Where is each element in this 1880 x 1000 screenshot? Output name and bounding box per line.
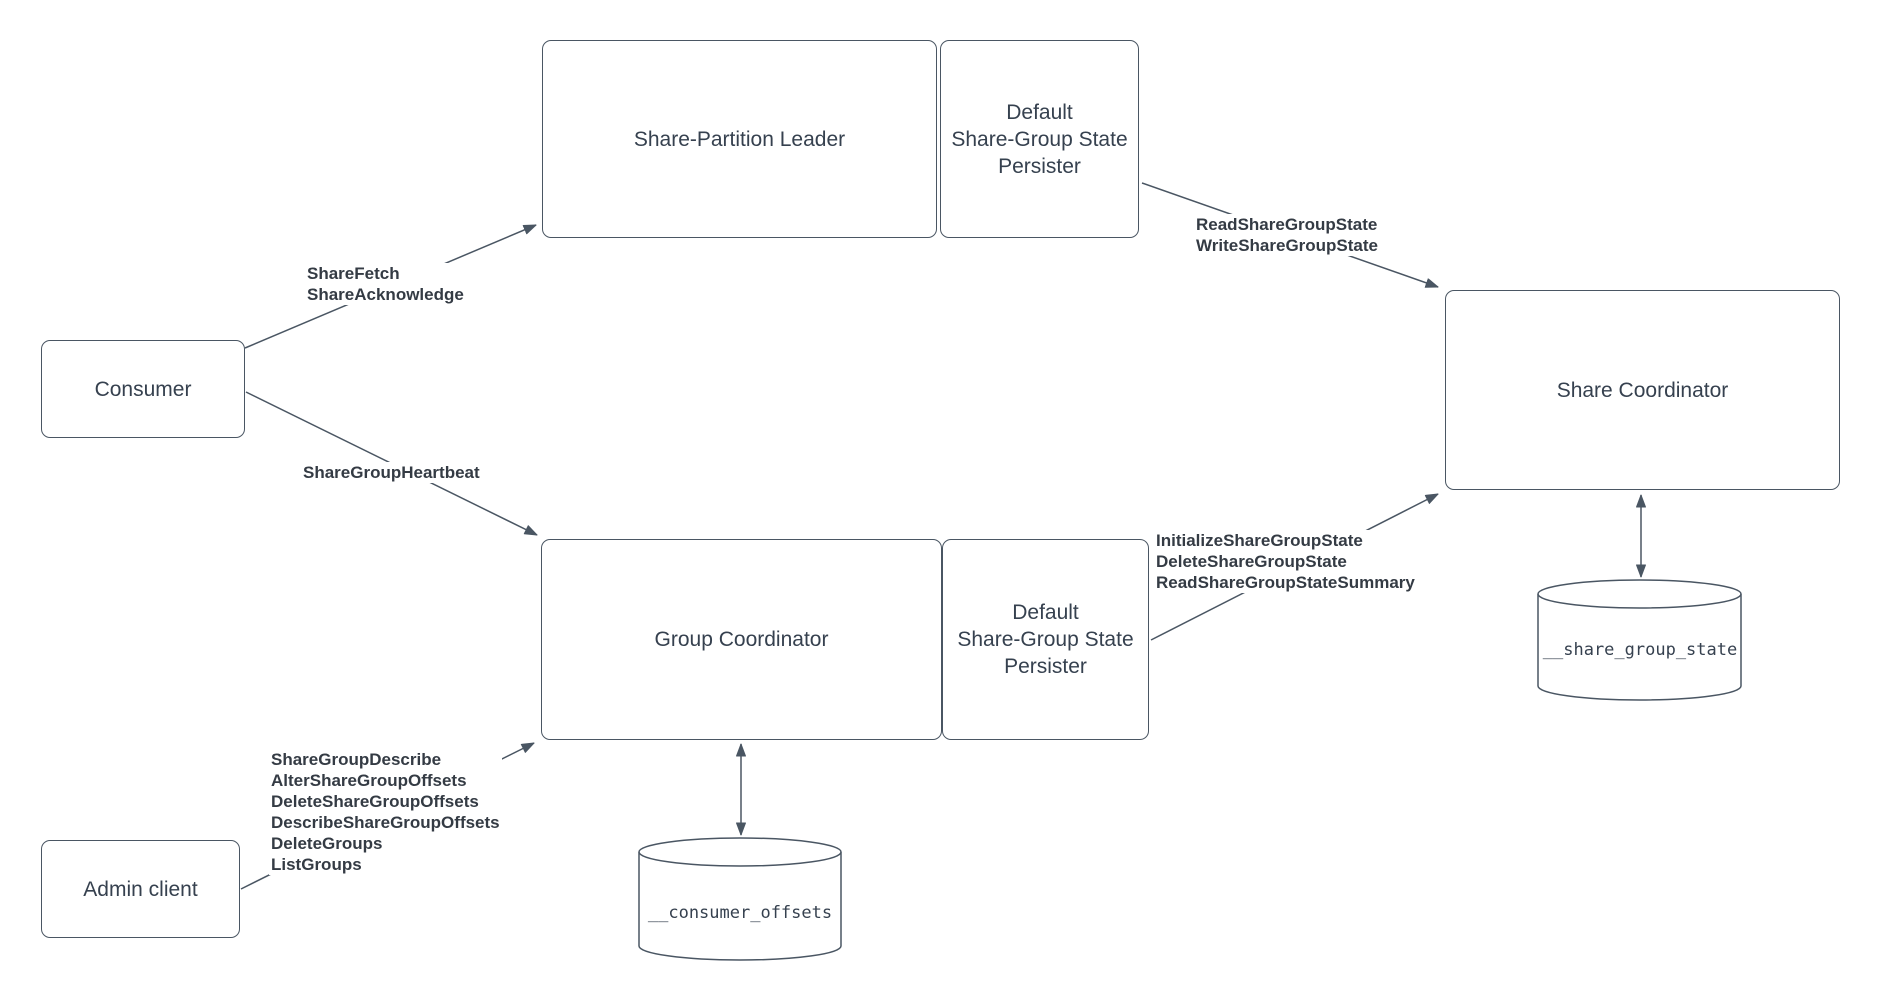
share-group-state-topic-label: __share_group_state [1542, 640, 1738, 660]
edge-label-line: ListGroups [271, 855, 362, 874]
node-consumer: Consumer [41, 340, 245, 438]
persister-top-line-3: Persister [998, 154, 1081, 178]
share-group-state-cylinder [1537, 579, 1742, 701]
edge-label-line: DeleteShareGroupOffsets [271, 792, 479, 811]
persister-bottom-line-2: Share-Group State [957, 628, 1134, 651]
persister-bottom-line-1: Default [1012, 601, 1079, 624]
edge-label-persister-top-to-share-coordinator: ReadShareGroupState WriteShareGroupState [1194, 214, 1381, 256]
node-share-partition-leader-label: Share-Partition Leader [633, 127, 846, 151]
node-group-coordinator: Group Coordinator [541, 539, 942, 740]
edge-label-line: DescribeShareGroupOffsets [271, 813, 500, 832]
node-share-coordinator-label: Share Coordinator [1556, 378, 1729, 402]
node-default-share-group-state-persister-bottom: Default Share-Group State Persister [942, 539, 1149, 740]
node-default-share-group-state-persister-top: Default Share-Group State Persister [940, 40, 1139, 238]
edge-label-persister-bottom-to-share-coordinator: InitializeShareGroupState DeleteShareGro… [1154, 530, 1417, 593]
edge-label-line: ShareGroupDescribe [271, 750, 442, 769]
node-share-partition-leader: Share-Partition Leader [542, 40, 937, 238]
edge-label-admin-client-to-group-coordinator: ShareGroupDescribe AlterShareGroupOffset… [269, 749, 502, 875]
node-admin-client: Admin client [41, 840, 240, 938]
consumer-offsets-topic-label: __consumer_offsets [647, 903, 833, 923]
node-share-coordinator: Share Coordinator [1445, 290, 1840, 490]
edge-label-line: ReadShareGroupState [1196, 215, 1378, 234]
node-admin-client-label: Admin client [83, 877, 198, 901]
persister-top-line-2: Share-Group State [951, 127, 1128, 151]
edge-label-line: ShareFetch [307, 264, 400, 283]
edge-label-line: ShareGroupHeartbeat [303, 463, 480, 482]
edge-label-consumer-to-group-coordinator: ShareGroupHeartbeat [301, 462, 482, 483]
persister-top-line-1: Default [1006, 100, 1073, 124]
persister-bottom-line-3: Persister [1004, 655, 1087, 678]
edge-label-line: ShareAcknowledge [307, 285, 464, 304]
edge-label-line: DeleteGroups [271, 834, 383, 853]
node-group-coordinator-label: Group Coordinator [654, 628, 829, 651]
edge-label-line: InitializeShareGroupState [1156, 531, 1363, 550]
edge-label-line: WriteShareGroupState [1196, 236, 1379, 255]
node-consumer-label: Consumer [94, 377, 192, 401]
consumer-offsets-cylinder [638, 837, 842, 961]
edge-label-line: DeleteShareGroupState [1156, 552, 1347, 571]
edge-label-line: ReadShareGroupStateSummary [1156, 573, 1415, 592]
edge-label-line: AlterShareGroupOffsets [271, 771, 467, 790]
edge-label-consumer-to-share-partition-leader: ShareFetch ShareAcknowledge [305, 263, 466, 305]
